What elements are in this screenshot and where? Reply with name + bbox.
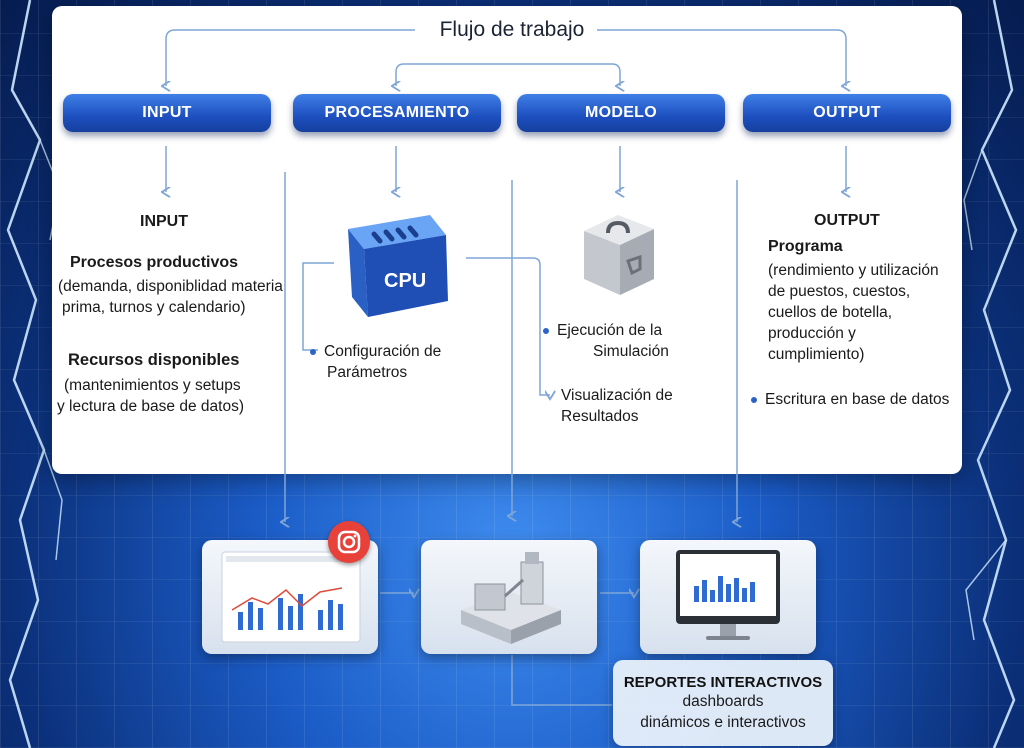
input-item2-detail-2: y lectura de base de datos) xyxy=(57,398,244,415)
bullet-dot xyxy=(543,327,549,334)
stage-input-pill: INPUT xyxy=(63,94,271,132)
output-program-detail-5: cumplimiento) xyxy=(768,346,865,363)
dashboard-icon xyxy=(221,551,361,643)
cpu-label: CPU xyxy=(384,270,426,292)
output-program-detail-3: cuellos de botella, xyxy=(768,304,893,321)
output-program-detail-2: de puestos, cuestos, xyxy=(768,283,911,300)
output-program-title: Programa xyxy=(768,238,843,255)
input-item2-detail-1: (mantenimientos y setups xyxy=(64,377,241,394)
stage-modelo-pill: MODELO xyxy=(517,94,725,132)
modelo-bullet-2: Visualización de xyxy=(561,387,673,404)
stage-output-pill: OUTPUT xyxy=(743,94,951,132)
proc-bullet-line2: Parámetros xyxy=(327,364,408,381)
stage-procesamiento-pill: PROCESAMIENTO xyxy=(293,94,501,132)
diagram-title: Flujo de trabajo xyxy=(0,18,1024,42)
input-heading: INPUT xyxy=(140,213,188,230)
lightning-right-icon xyxy=(963,0,1018,748)
output-heading: OUTPUT xyxy=(814,212,880,229)
input-item1-detail-2: prima, turnos y calendario) xyxy=(62,299,246,316)
reports-box: REPORTES INTERACTIVOS dashboards dinámic… xyxy=(613,660,833,746)
cpu-icon: CPU xyxy=(348,215,448,317)
bullet-dot xyxy=(310,348,316,355)
input-item2-title: Recursos disponibles xyxy=(68,351,240,369)
input-item1-detail-1: (demanda, disponiblidad materia xyxy=(58,278,283,295)
modelo-bullet-1-line2: Simulación xyxy=(593,343,669,360)
proc-bullet: Configuración de xyxy=(310,341,441,362)
reports-line1: dashboards xyxy=(682,693,764,710)
output-bullet: Escritura en base de datos xyxy=(751,389,949,410)
monitor-icon xyxy=(676,550,780,640)
machine-icon xyxy=(461,552,561,644)
model-cube-icon xyxy=(584,215,654,295)
input-item1-title: Procesos productivos xyxy=(70,254,239,271)
modelo-bullet-1: Ejecución de la xyxy=(543,320,662,341)
reports-line2: dinámicos e interactivos xyxy=(640,714,806,731)
bullet-dot xyxy=(751,396,757,403)
modelo-bullet-2-line2: Resultados xyxy=(561,408,639,425)
output-program-detail-4: producción y xyxy=(768,325,856,342)
machine-card xyxy=(421,540,597,654)
output-program-detail-1: (rendimiento y utilización xyxy=(768,262,939,279)
reports-title: REPORTES INTERACTIVOS xyxy=(623,674,823,691)
instagram-icon xyxy=(328,521,370,563)
monitor-card xyxy=(640,540,816,654)
